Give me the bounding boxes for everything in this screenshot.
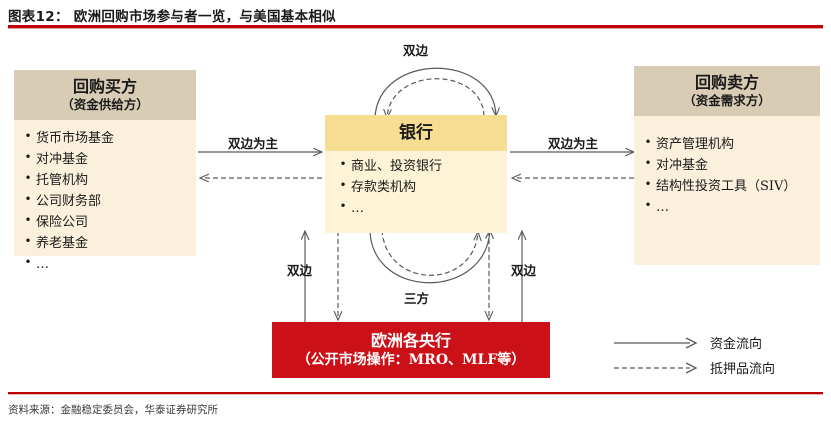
bank-header: 银行 [325,115,507,152]
bullet-icon: • [24,254,32,269]
bullet-icon: • [24,149,32,164]
repo-seller-title: 回购卖方 [694,73,759,92]
list-item: • 对冲基金 [640,155,816,176]
repo-seller-body: •资产管理机构 •对冲基金 •结构性投资工具（SIV） •… [634,116,820,226]
arc-bank-self-funds [374,67,496,119]
repo-seller-panel: 回购卖方 （资金需求方） • 资产管理机构 • 对冲基金 • 结构性投资工具（SIV）… [634,66,820,265]
title-rule [8,25,823,28]
repo-buyer-subtitle: （资金供给方） [61,97,149,112]
list-item-label: 资产管理机构 [656,136,735,152]
repo-buyer-panel: 回购买方 （资金供给方） • 货币市场基金 • 对冲基金 • 托管机构 • 公司财务部 … [14,70,196,272]
bullet-icon: • [24,191,32,206]
arc-bank-self-collateral [387,78,485,118]
list-item: • 结构性投资工具（SIV） [640,176,816,197]
list-item: • 商业、投资银行 [335,157,503,178]
list-item-label: … [36,256,49,272]
list-item: •… [20,254,192,275]
bullet-icon: • [24,128,32,143]
legend-item-collateral: 抵押品流向 [612,355,827,380]
arc-triparty-funds [369,230,490,284]
list-item: • 托管机构 [20,170,192,191]
source-note: 资料来源：金融稳定委员会，华泰证券研究所 [8,404,218,416]
repo-seller-header: 回购卖方 （资金需求方） [634,66,820,116]
legend-label-funds: 资金流向 [710,337,763,352]
list-item-label: 对冲基金 [656,157,709,173]
footer-rule [8,392,823,394]
footer-rule-thin [8,394,823,395]
bullet-icon: • [24,212,32,227]
repo-seller-list: •资产管理机构 •对冲基金 •结构性投资工具（SIV） •… [640,134,816,218]
arrow-label-bank-cbank-left: 双边 [287,263,313,278]
repo-seller-subtitle: （资金需求方） [683,93,771,108]
list-item-label: … [656,199,669,215]
bank-panel: 银行 •商业、投资银行 •存款类机构 •… [325,115,507,233]
repo-buyer-body: • 货币市场基金 • 对冲基金 • 托管机构 • 公司财务部 • 保险公司 • 养老基金 •… [14,120,196,283]
repo-buyer-header: 回购买方 （资金供给方） [14,70,196,120]
central-bank-title: 欧洲各央行 [370,330,451,350]
repo-buyer-title: 回购买方 [72,77,137,96]
list-item-label: 货币市场基金 [36,130,115,146]
bullet-icon: • [24,233,32,248]
bullet-icon: • [24,170,32,185]
legend: 资金流向 抵押品流向 [612,330,827,380]
repo-buyer-list: • 货币市场基金 • 对冲基金 • 托管机构 • 公司财务部 • 保险公司 • 养老基金 •… [20,128,192,275]
list-item: • 货币市场基金 [20,128,192,149]
list-item: • 存款类机构 [335,178,503,199]
bullet-icon: • [339,178,347,193]
legend-label-collateral: 抵押品流向 [710,362,776,377]
list-item-label: 托管机构 [36,172,89,188]
list-item-label: … [351,200,364,216]
page-title: 图表12： 欧洲回购市场参与者一览，与美国基本相似 [8,9,336,25]
list-item-label: 对冲基金 [36,151,89,167]
arc-triparty-collateral [381,229,478,276]
list-item: • 公司财务部 [20,191,192,212]
list-item: •… [640,197,816,218]
list-item-label: 结构性投资工具（SIV） [656,178,797,194]
list-item: • 资产管理机构 [640,134,816,155]
arrow-label-buyer-to-bank: 双边为主 [228,136,279,151]
arrow-label-bank-cbank-right: 双边 [511,263,537,278]
arrow-label-bank-self-top: 双边 [403,43,429,58]
dashed-arrow-icon [612,361,700,375]
title-rule-thin [8,28,823,29]
list-item: • 对冲基金 [20,149,192,170]
bank-list: •商业、投资银行 •存款类机构 •… [335,157,503,219]
bullet-icon: • [339,157,347,172]
bullet-icon: • [644,155,652,170]
list-item-label: 存款类机构 [351,180,417,196]
bullet-icon: • [644,176,652,191]
arrow-label-triparty: 三方 [404,291,430,306]
bank-title: 银行 [399,123,433,143]
central-bank-subtitle: （公开市场操作：MRO、MLF等） [296,352,526,369]
list-item-label: 养老基金 [36,235,89,251]
list-item: • 养老基金 [20,233,192,254]
central-bank-panel: 欧洲各央行 （公开市场操作：MRO、MLF等） [272,322,550,378]
list-item-label: 保险公司 [36,214,89,230]
bank-body: •商业、投资银行 •存款类机构 •… [325,151,507,225]
arrow-label-bank-to-seller: 双边为主 [548,136,599,151]
list-item-label: 公司财务部 [36,193,102,209]
solid-arrow-icon [612,336,700,350]
figure-title-row: 图表12： 欧洲回购市场参与者一览，与美国基本相似 [8,4,823,26]
list-item: • 保险公司 [20,212,192,233]
list-item: •… [335,199,503,220]
bullet-icon: • [339,198,347,213]
bullet-icon: • [644,134,652,149]
bullet-icon: • [644,197,652,212]
list-item-label: 商业、投资银行 [351,159,443,175]
legend-item-funds: 资金流向 [612,330,827,355]
